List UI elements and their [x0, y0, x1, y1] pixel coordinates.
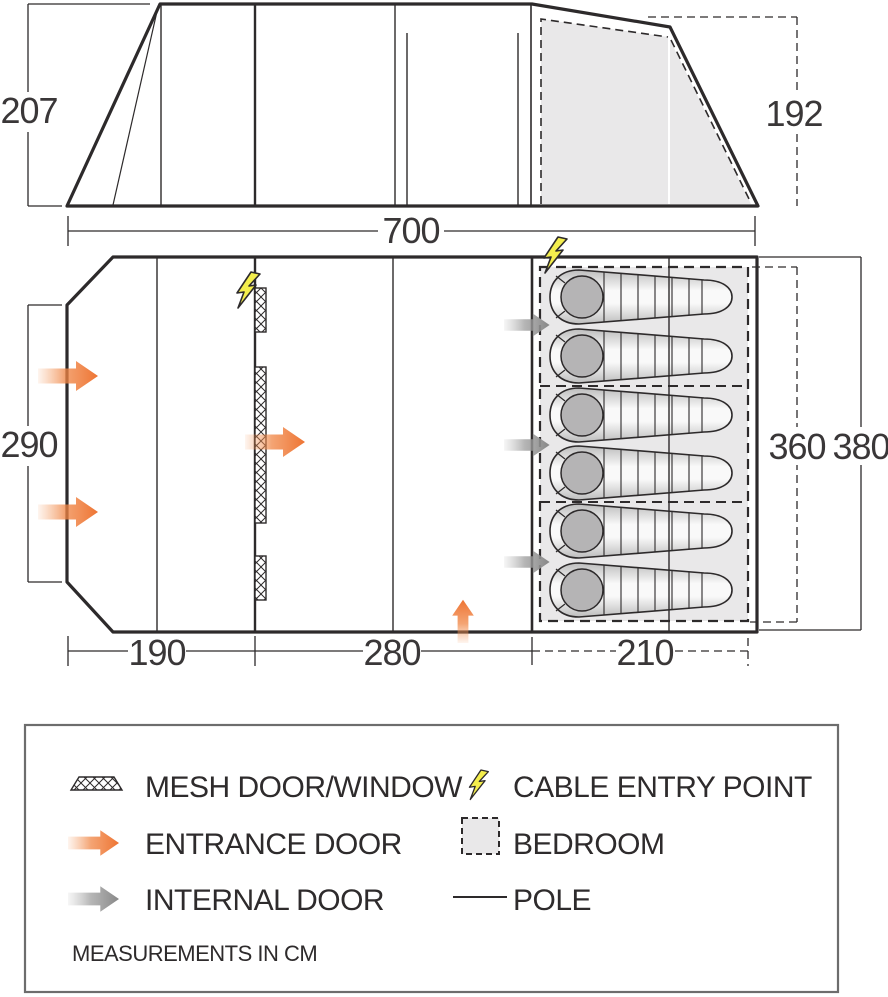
- dim-line-360: [750, 266, 798, 623]
- legend-item-label: BEDROOM: [513, 828, 665, 861]
- dim-190-label: 190: [128, 632, 185, 673]
- elevation-bedroom-dashed-outline: [540, 18, 669, 204]
- legend-item-label: POLE: [513, 884, 591, 917]
- floor-plan: [27, 236, 862, 666]
- label-mask: [616, 638, 674, 668]
- dim-192-label: 192: [765, 93, 822, 134]
- dim-360-label: 360: [768, 426, 825, 467]
- legend: MESH DOOR/WINDOW CABLE ENTRY POINT ENTRA…: [23, 723, 840, 994]
- mesh-door-window: [254, 287, 267, 333]
- pole-line: [112, 6, 159, 206]
- label-mask: [770, 427, 825, 465]
- label-mask: [834, 427, 888, 465]
- label-mask: [4, 92, 56, 132]
- dim-290-label: 290: [0, 424, 57, 465]
- legend-item-label: CABLE ENTRY POINT: [513, 771, 812, 804]
- dim-207-label: 207: [0, 90, 57, 131]
- bedroom-area: [538, 265, 750, 623]
- label-mask: [767, 94, 823, 132]
- dim-210-label: 210: [616, 632, 673, 673]
- label-mask: [128, 638, 186, 668]
- label-mask: [363, 638, 421, 668]
- label-mask: [4, 426, 56, 466]
- elevation-bedroom-area: [541, 19, 668, 204]
- dim-380-label: 380: [832, 426, 888, 467]
- dim-280-label: 280: [363, 632, 420, 673]
- bedroom-swatch-icon: [461, 817, 500, 855]
- legend-item-label: INTERNAL DOOR: [145, 884, 384, 917]
- side-elevation: [27, 2, 798, 246]
- label-mask: [378, 212, 444, 246]
- legend-box: [23, 723, 840, 994]
- legend-note: MEASUREMENTS IN CM: [72, 941, 317, 966]
- legend-item-label: ENTRANCE DOOR: [145, 828, 402, 861]
- mesh-swatch-icon: [69, 776, 124, 791]
- dim-700-label: 700: [382, 210, 439, 251]
- mesh-door-window: [254, 555, 267, 601]
- legend-item-label: MESH DOOR/WINDOW: [145, 771, 463, 804]
- elevation-bedroom-dashed-outline: [670, 39, 752, 204]
